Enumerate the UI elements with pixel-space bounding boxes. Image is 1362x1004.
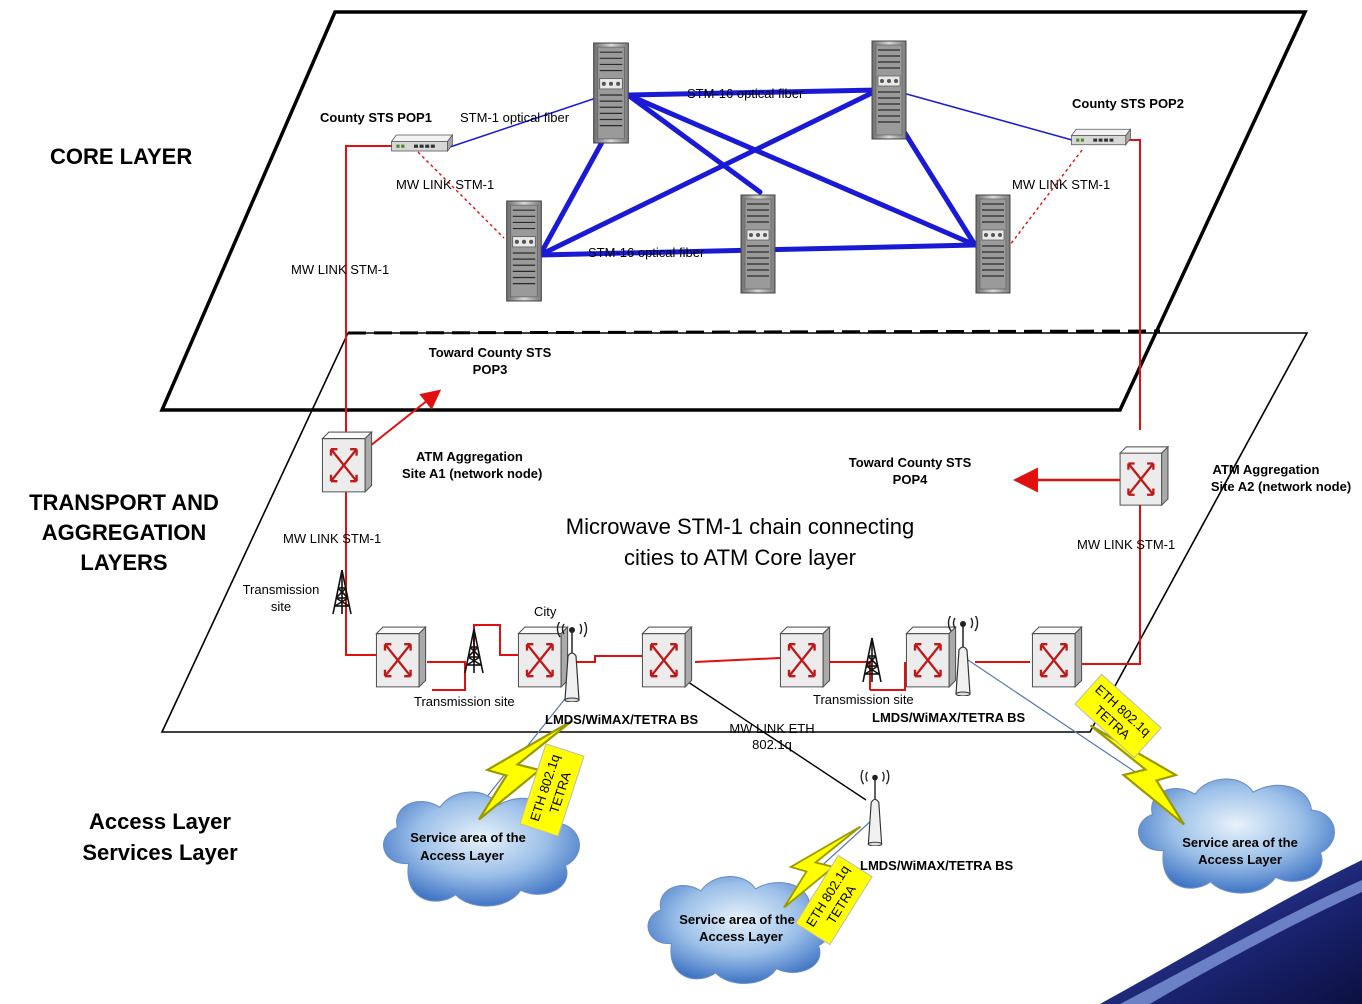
service-area-bottom-label-1: Service area of the [679, 912, 795, 927]
transmission-tower-mid [464, 628, 484, 674]
atm-a2-label-2: Site A2 (network node) [1211, 479, 1351, 494]
core-rack-top-right [871, 40, 907, 140]
pop1-label: County STS POP1 [320, 110, 432, 125]
stm16-fiber-label-mid: STM-16 optical fiber [588, 245, 705, 260]
transport-layer-title-2: AGGREGATION [42, 520, 207, 545]
atm-switch-chain-1 [375, 625, 427, 689]
bs-right-label: LMDS/WiMAX/TETRA BS [872, 710, 1026, 725]
atm-a2-label-1: ATM Aggregation [1213, 462, 1320, 477]
mw-red-chain [345, 139, 1141, 691]
core-rack-mid-left [506, 200, 542, 302]
service-area-bottom-label-2: Access Layer [699, 929, 783, 944]
transmission-tower-left [332, 569, 352, 615]
stm1-fiber-label: STM-1 optical fiber [460, 110, 570, 125]
core-rack-mid-right [975, 194, 1011, 294]
core-mw-dotted-links [417, 149, 1083, 246]
core-rack-top-left [593, 42, 629, 144]
mw-link-label-a1: MW LINK STM-1 [283, 531, 381, 546]
pop2-label: County STS POP2 [1072, 96, 1184, 111]
atm-switch-chain-5 [905, 625, 957, 689]
background-swirl [1100, 860, 1362, 1004]
mw-link-label-a2: MW LINK STM-1 [1077, 537, 1175, 552]
transmission-site-left-label-1: Transmission [243, 582, 320, 597]
toward-pop3-label-2: POP3 [473, 362, 508, 377]
city-label: City [534, 604, 557, 619]
pop1-router [391, 134, 453, 152]
toward-pop4-label-1: Toward County STS [849, 455, 972, 470]
stm16-fiber-label-top: STM-16 optical fiber [687, 86, 804, 101]
core-layer-plane [159, 10, 1308, 412]
microwave-chain-label-2: cities to ATM Core layer [624, 545, 856, 570]
atm-switch-a2 [1118, 445, 1170, 507]
access-layer-title-1: Access Layer [89, 809, 231, 834]
stm1-fiber-links [449, 92, 1073, 148]
transmission-site-left-label-2: site [271, 599, 291, 614]
core-rack-center [740, 194, 776, 294]
mw-eth-label-2: 802.1q [752, 737, 792, 752]
atm-switch-chain-6 [1031, 625, 1083, 689]
bs-bottom-label: LMDS/WiMAX/TETRA BS [860, 858, 1014, 873]
microwave-chain-label-1: Microwave STM-1 chain connecting [566, 514, 914, 539]
access-layer-title-2: Services Layer [82, 840, 238, 865]
atm-switch-chain-4 [779, 625, 831, 689]
toward-pop4-label-2: POP4 [893, 472, 928, 487]
mw-link-label-vertical: MW LINK STM-1 [291, 262, 389, 277]
toward-pop3-label-1: Toward County STS [429, 345, 552, 360]
service-area-left-label-1: Service area of the [410, 830, 526, 845]
pop2-router [1071, 128, 1131, 146]
mw-eth-link [669, 669, 867, 801]
transport-layer-title-1: TRANSPORT AND [29, 490, 219, 515]
transmission-site-right-label: Transmission site [813, 692, 914, 707]
service-area-right-label-2: Access Layer [1198, 852, 1282, 867]
bs-left-label: LMDS/WiMAX/TETRA BS [545, 712, 699, 727]
background-swirl-highlight [1120, 880, 1362, 1004]
atm-a1-label-2: Site A1 (network node) [402, 466, 542, 481]
plane-overlap-dashed [347, 329, 1161, 335]
eth-label-left: ETH 802.1q TETRA [519, 743, 585, 837]
transmission-tower-right [862, 637, 882, 683]
mw-eth-label-1: MW LINK ETH [729, 721, 814, 736]
transport-layer-plane [160, 332, 1309, 733]
arrow-toward-pop3 [369, 389, 442, 447]
service-area-left-label-2: Access Layer [420, 848, 504, 863]
atm-switch-a1 [321, 430, 373, 494]
transmission-site-mid-label: Transmission site [414, 694, 515, 709]
transport-layer-title-3: LAYERS [80, 550, 167, 575]
core-layer-title: CORE LAYER [50, 144, 192, 169]
mw-link-label-core-left: MW LINK STM-1 [396, 177, 494, 192]
base-station-bottom [860, 770, 890, 846]
atm-switch-chain-3 [641, 625, 693, 689]
mw-link-label-core-right: MW LINK STM-1 [1012, 177, 1110, 192]
service-area-right-label-1: Service area of the [1182, 835, 1298, 850]
atm-a1-label-1: ATM Aggregation [416, 449, 523, 464]
